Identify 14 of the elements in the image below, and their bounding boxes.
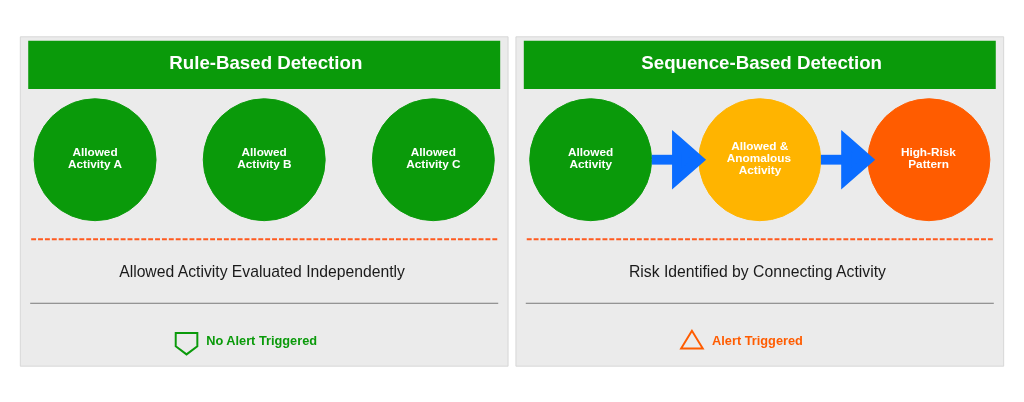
node-circle: Allowed Activity A [33,97,157,221]
label: Alert Triggered [712,332,803,348]
arrow [820,129,876,189]
node-circle: Allowed & Anomalous Activity [698,97,822,221]
label: Risk Identified by Connecting Activity [629,262,886,280]
node-circle: High-Risk Pattern [867,97,991,221]
arrow [651,129,707,189]
node-triangle [679,328,705,349]
node-circle: Allowed Activity C [371,97,495,221]
node-shield [174,331,199,356]
label: Allowed Activity Evaluated Independently [119,262,405,280]
label: No Alert Triggered [206,332,318,348]
node-circle: Allowed Activity B [202,97,326,221]
node-circle: Allowed Activity [529,97,653,221]
